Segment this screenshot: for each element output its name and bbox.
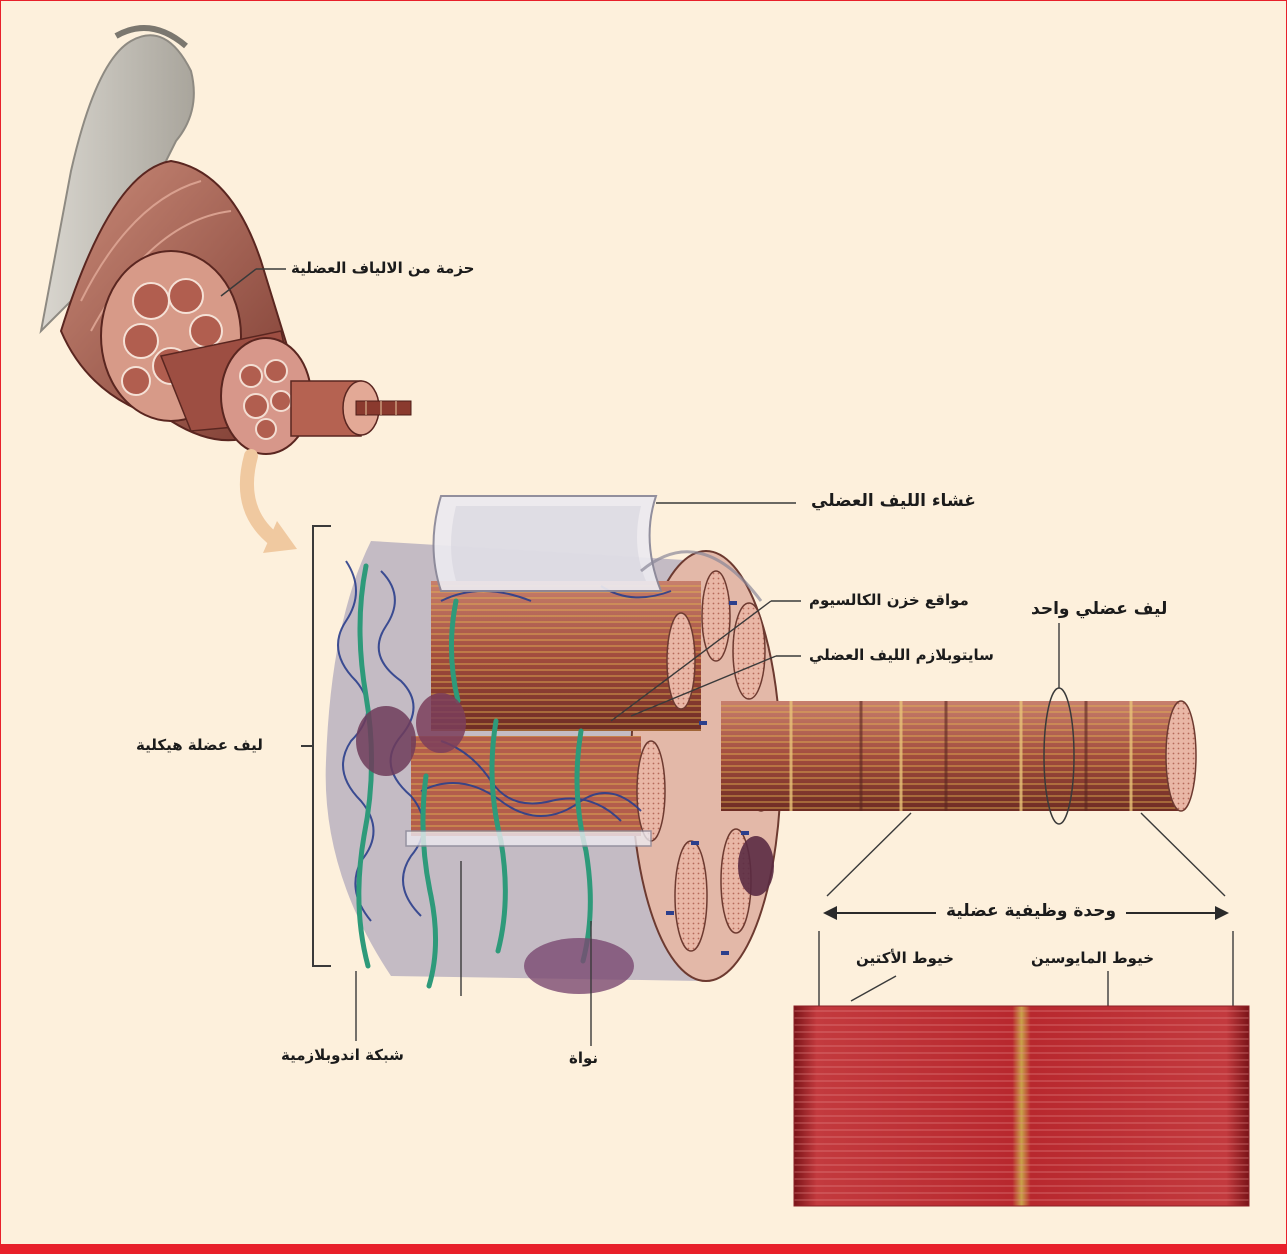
label-fascicle: حزمة من الالياف العضلية — [291, 261, 474, 276]
label-sarcolemma: غشاء الليف العضلي — [811, 493, 976, 510]
single-fiber-cylinder — [721, 688, 1196, 824]
sarcomere-micrograph — [794, 1006, 1249, 1206]
label-calcium-sites: مواقع خزن الكالسيوم — [809, 593, 969, 608]
label-endoplasmic-network: شبكة اندوبلازمية — [281, 1048, 404, 1063]
curved-arrow-icon — [247, 456, 297, 553]
label-skeletal-fiber: ليف عضلة هيكلية — [136, 738, 263, 753]
label-nucleus: نواة — [569, 1051, 598, 1066]
label-actin: خيوط الأكتين — [856, 951, 954, 966]
label-sarcoplasm: سايتوبلازم الليف العضلي — [809, 648, 994, 663]
label-myosin: خيوط المايوسين — [1031, 951, 1154, 966]
label-sarcomere: وحدة وظيفية عضلية — [946, 903, 1116, 920]
muscle-fiber-block — [326, 496, 781, 994]
skeletal-fiber-bracket — [301, 526, 331, 966]
whole-muscle-illustration — [41, 28, 411, 454]
label-single-fiber: ليف عضلي واحد — [1031, 601, 1167, 618]
